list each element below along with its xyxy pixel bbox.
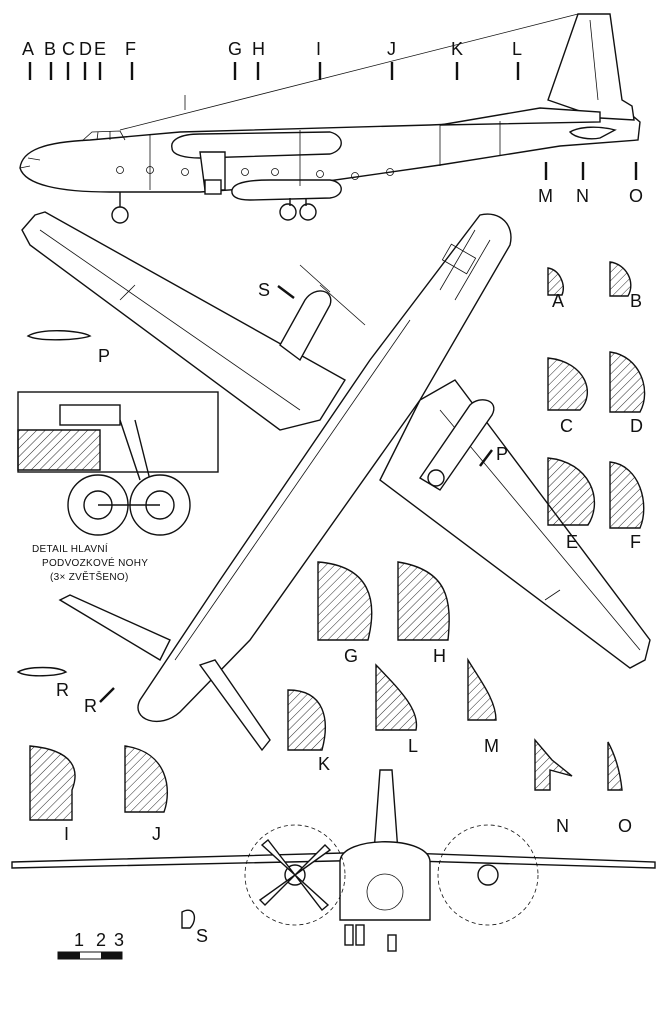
section-label-l: L (408, 736, 418, 756)
scale-tick-1: 1 (74, 930, 84, 950)
section-label-k: K (318, 754, 330, 774)
section-m: M (467, 657, 499, 756)
section-label-b: B (630, 291, 642, 311)
station-label-g: G (228, 39, 242, 59)
detail-caption-line-2: PODVOZKOVÉ NOHY (42, 556, 148, 569)
plan-view (21, 211, 651, 752)
cut-marker-r: R (84, 696, 97, 716)
section-l: L (375, 663, 418, 756)
station-label-o: O (629, 186, 643, 206)
station-label-m: M (538, 186, 553, 206)
section-h: H (397, 561, 450, 666)
station-label-e: E (94, 39, 106, 59)
detail-caption-line-3: (3× ZVĚTŠENO) (50, 570, 129, 583)
scale-tick-2: 2 (96, 930, 106, 950)
front-view (11, 769, 656, 952)
airfoil-p: P (26, 330, 110, 366)
station-label-n: N (576, 186, 589, 206)
cut-marker-s: S (258, 280, 270, 300)
section-label-e: E (566, 532, 578, 552)
station-label-l: L (512, 39, 522, 59)
section-c: C (547, 357, 589, 436)
section-label-g: G (344, 646, 358, 666)
station-label-j: J (387, 39, 396, 59)
scale-bar: 1 2 3 (57, 930, 124, 960)
station-label-h: H (252, 39, 265, 59)
section-label-o: O (618, 816, 632, 836)
section-label-f: F (630, 532, 641, 552)
section-n: N (534, 738, 573, 836)
airfoil-s: S (181, 909, 208, 946)
cut-markers: S P R (84, 280, 508, 716)
station-label-d: D (79, 39, 92, 59)
section-label-d: D (630, 416, 643, 436)
section-label-i: I (64, 824, 69, 844)
landing-gear-detail: DETAIL HLAVNÍ PODVOZKOVÉ NOHY (3× ZVĚTŠE… (17, 391, 219, 583)
section-k: K (287, 689, 330, 774)
station-label-f: F (125, 39, 136, 59)
section-label-j: J (152, 824, 161, 844)
station-label-b: B (44, 39, 56, 59)
airfoil-label-r: R (56, 680, 69, 700)
station-label-c: C (62, 39, 75, 59)
section-g: G (317, 561, 373, 666)
section-o: O (607, 741, 632, 836)
cross-sections: A B C D E F G H (29, 261, 646, 844)
section-label-c: C (560, 416, 573, 436)
section-j: J (124, 745, 169, 844)
scale-tick-3: 3 (114, 930, 124, 950)
section-label-m: M (484, 736, 499, 756)
station-label-a: A (22, 39, 34, 59)
section-i: I (29, 745, 76, 844)
section-label-h: H (433, 646, 446, 666)
side-view (19, 13, 641, 224)
station-label-k: K (451, 39, 463, 59)
station-label-i: I (316, 39, 321, 59)
station-markers-top: A B C D E F G H I J K L M N O (22, 39, 643, 206)
airfoil-label-p: P (98, 346, 110, 366)
airfoil-r: R (16, 666, 69, 700)
section-a: A (547, 267, 564, 311)
section-d: D (609, 351, 646, 436)
section-f: F (609, 461, 645, 552)
airfoil-label-s: S (196, 926, 208, 946)
detail-caption-line-1: DETAIL HLAVNÍ (32, 542, 108, 555)
section-label-n: N (556, 816, 569, 836)
section-e: E (547, 457, 596, 552)
section-b: B (609, 261, 642, 311)
section-label-a: A (552, 291, 564, 311)
cut-marker-p: P (496, 444, 508, 464)
